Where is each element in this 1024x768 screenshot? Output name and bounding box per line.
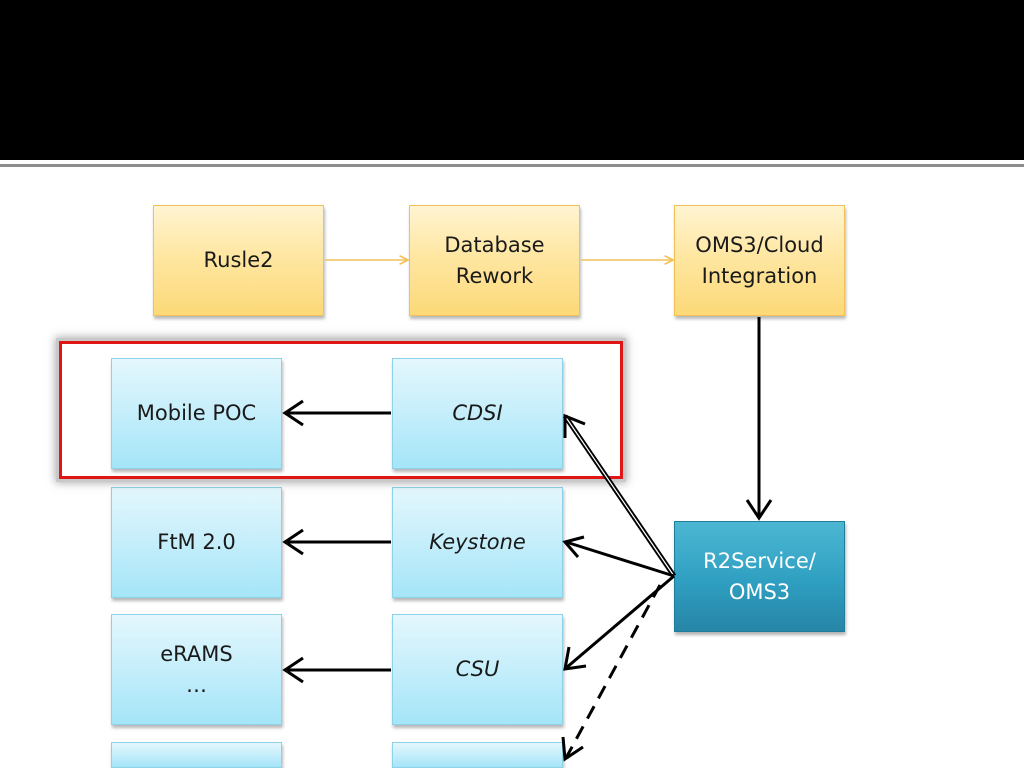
- arrow-hub-to-keystone: [565, 540, 675, 578]
- highlight-frame: [59, 341, 623, 479]
- rusle2-box: Rusle2: [153, 205, 324, 316]
- oms-cloud-integration-box: OMS3/Cloud Integration: [674, 205, 845, 316]
- keystone-box: Keystone: [392, 487, 563, 598]
- slide-title-bar: [0, 0, 1024, 160]
- mobile-poc-box: Mobile POC: [111, 358, 282, 469]
- database-rework-box: Database Rework: [409, 205, 580, 316]
- cdsi-box: CDSI: [392, 358, 563, 469]
- ftm-box: FtM 2.0: [111, 487, 282, 598]
- erams-box: eRAMS …: [111, 614, 282, 725]
- title-divider: [0, 164, 1024, 167]
- r2service-oms3-box: R2Service/ OMS3: [674, 521, 845, 632]
- csu-box: CSU: [392, 614, 563, 725]
- arrow-hub-to-fourth-dashed: [564, 584, 662, 759]
- fourth-middle-box: [392, 742, 563, 768]
